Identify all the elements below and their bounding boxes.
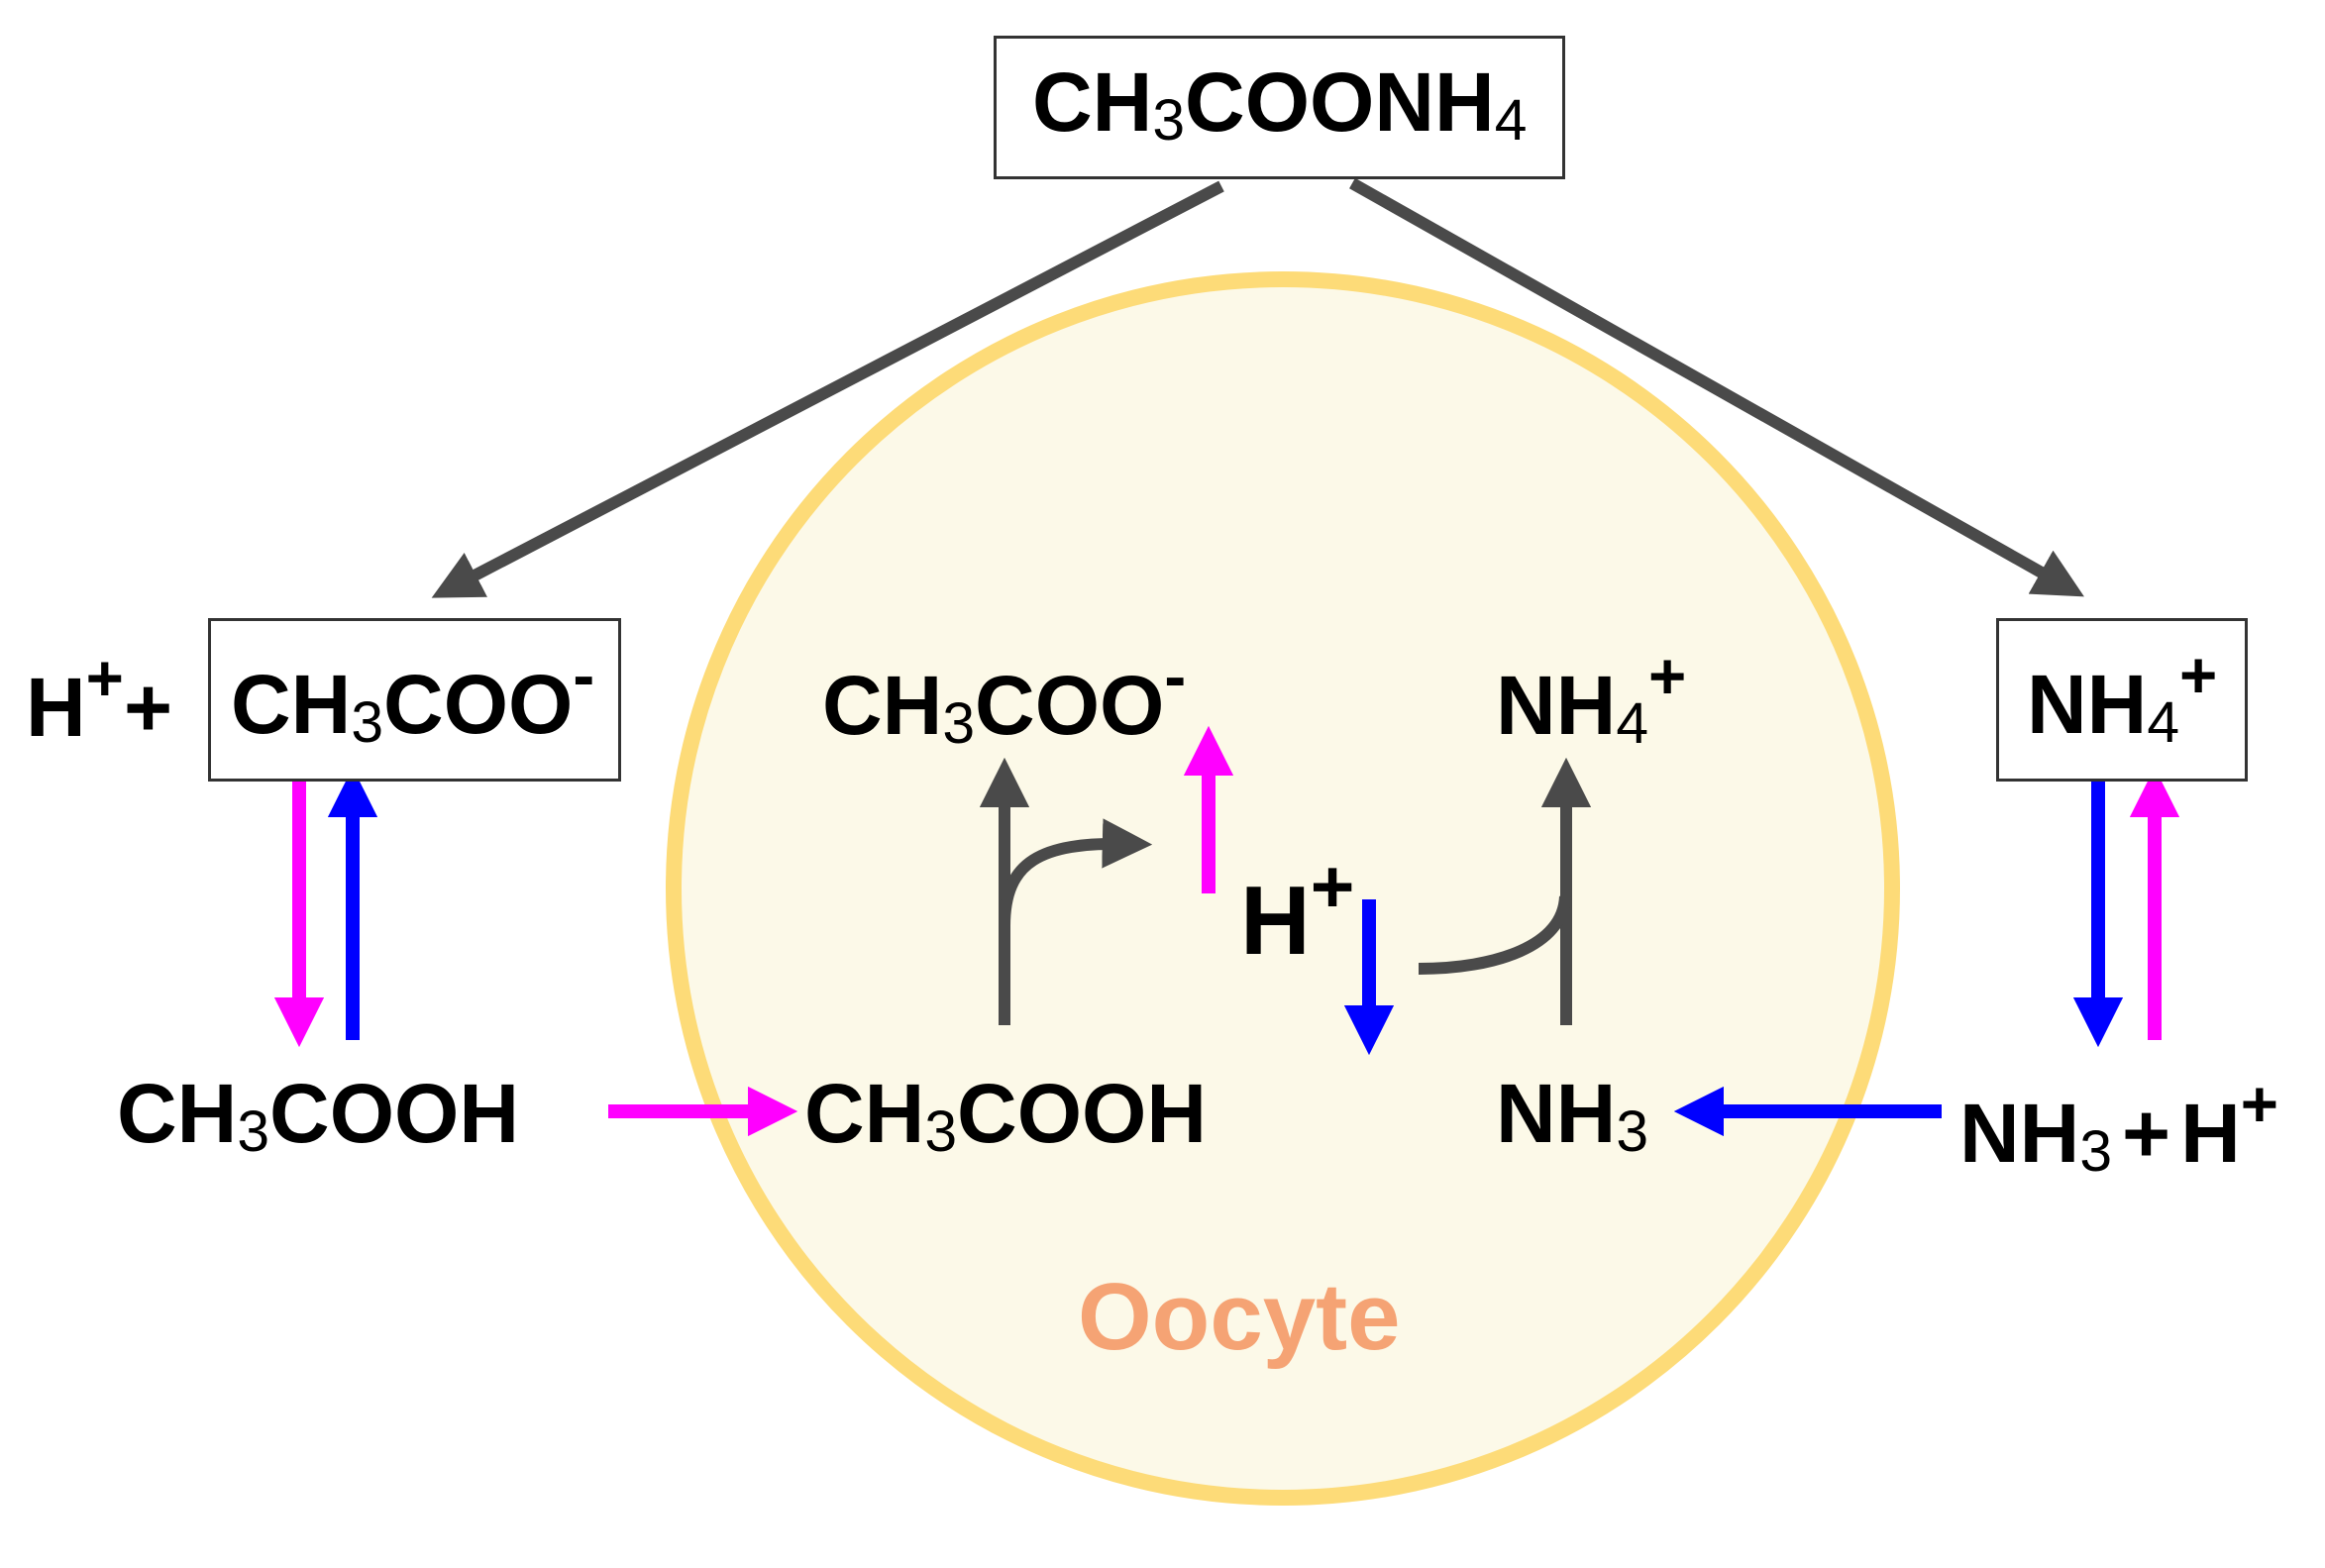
dissociation-arrow-left [431,180,1224,598]
formula-text: NH [1496,1067,1617,1160]
plus-sign: + [123,661,172,755]
formula-subscript: 4 [2147,689,2180,755]
formula-text: NH [2027,658,2148,752]
inner-proton-label: H+ [1240,849,1354,969]
formula-superscript: + [2179,639,2218,711]
formula-subscript: 3 [942,690,976,756]
right-ammonia-proton-label: NH3+H+ [1959,1072,2278,1182]
formula-subscript: 3 [1616,1098,1649,1164]
formula-text: NH [1496,659,1617,753]
formula-text: CH [1032,55,1153,149]
formula-text: NH [1959,1087,2080,1181]
formula-text: COO [383,658,574,752]
formula-text: CH [117,1067,238,1160]
formula-text: CH [231,658,352,752]
oocyte-cell [666,271,1900,1506]
left-acetate-box: CH3COO- [208,618,622,782]
left-proton-label: H++ [26,646,172,749]
formula-subscript: 3 [924,1098,958,1164]
formula-text: H [2180,1087,2241,1181]
formula-text: COONH [1185,55,1495,149]
inner-proton-join-curve [1418,895,1571,975]
inner-acetate-label: CH3COO- [822,644,1186,754]
right-ammonium-box: NH4+ [1996,618,2249,782]
formula-text: CH [822,659,943,753]
formula-text: COOH [269,1067,520,1160]
inner-ammonium-label: NH4+ [1496,644,1686,754]
plus-sign: + [2122,1087,2171,1181]
formula-superscript: + [2240,1068,2279,1140]
formula-text: H [1240,866,1311,976]
formula-subscript: 3 [351,689,384,755]
formula-superscript: - [1164,640,1187,712]
formula-subscript: 3 [2079,1118,2113,1184]
formula-superscript: - [573,639,595,711]
formula-superscript: + [1648,640,1687,712]
formula-text: COOH [957,1067,1208,1160]
formula-superscript: + [1310,845,1355,929]
formula-text: COO [975,659,1165,753]
formula-text: H [26,661,86,755]
top-compound-box: CH3COONH4 [994,36,1566,179]
formula-subscript: 3 [237,1098,270,1164]
inner-acetic-acid-label: CH3COOH [804,1072,1207,1162]
formula-superscript: + [85,642,124,714]
inner-acetic-branch-arrow [999,818,1153,927]
inner-ammonia-label: NH3 [1496,1072,1648,1162]
formula-text: CH [804,1067,925,1160]
oocyte-label: Oocyte [1078,1264,1401,1370]
formula-subscript: 3 [1152,87,1186,153]
dissociation-arrow-right [1349,177,2084,597]
left-acetic-acid-label: CH3COOH [117,1072,519,1162]
formula-subscript: 4 [1494,87,1528,153]
formula-subscript: 4 [1616,690,1649,756]
